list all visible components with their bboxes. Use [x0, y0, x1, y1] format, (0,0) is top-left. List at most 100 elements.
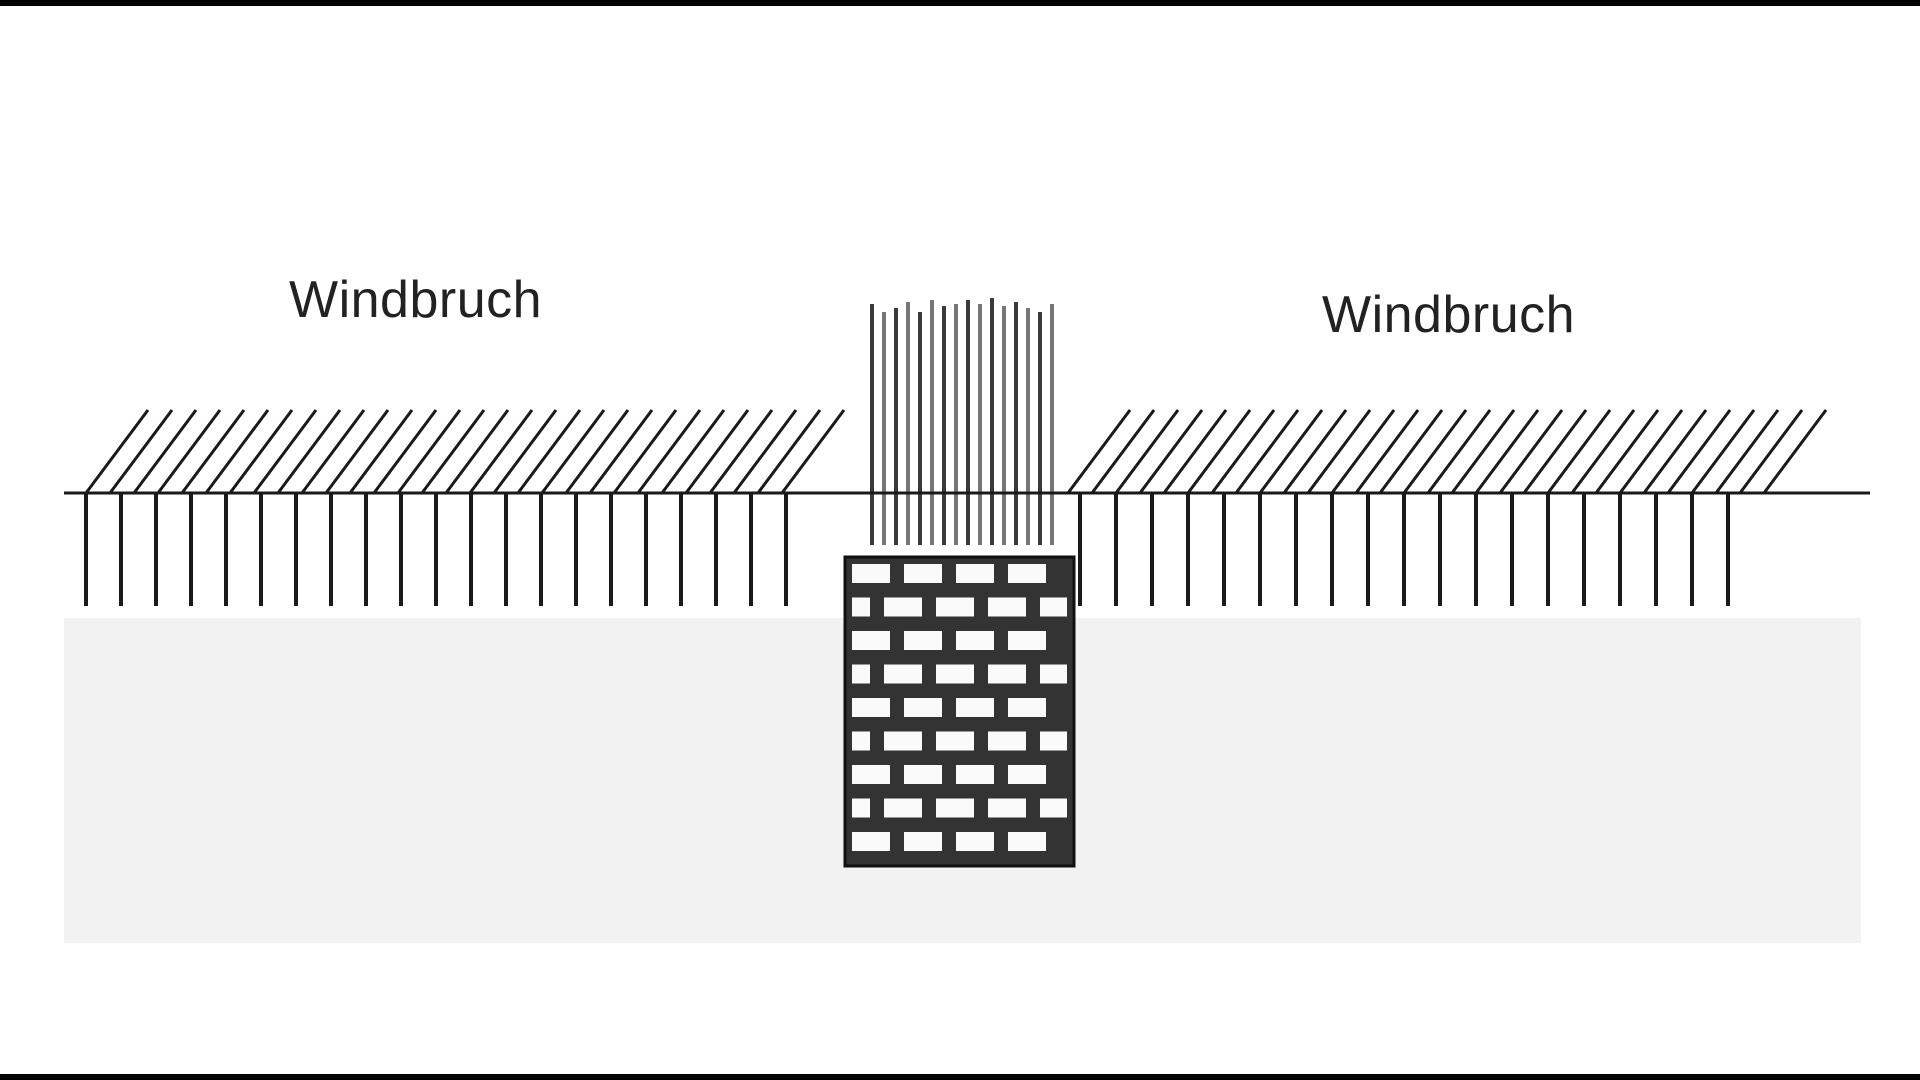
fallen-tree-left	[108, 409, 174, 494]
brick	[852, 698, 890, 717]
brick	[956, 832, 994, 851]
brick	[956, 631, 994, 650]
brick	[852, 798, 870, 818]
fallen-tree-right	[1570, 409, 1636, 494]
fallen-tree-left	[156, 409, 222, 494]
brick	[852, 597, 870, 617]
fallen-tree-right	[1138, 409, 1204, 494]
fallen-tree-left	[564, 409, 630, 494]
fallen-tree-right	[1162, 409, 1228, 494]
fallen-tree-right	[1090, 409, 1156, 494]
brick	[904, 765, 942, 784]
brick	[852, 765, 890, 784]
fallen-tree-left	[660, 409, 726, 494]
brick	[884, 664, 922, 684]
fallen-tree-left	[468, 409, 534, 494]
fallen-tree-left	[420, 409, 486, 494]
brick	[1008, 698, 1046, 717]
brick	[988, 664, 1026, 684]
fallen-tree-left	[348, 409, 414, 494]
brick	[852, 564, 890, 583]
brick	[936, 731, 974, 751]
fallen-tree-right	[1354, 409, 1420, 494]
brick	[884, 731, 922, 751]
fallen-tree-right	[1714, 409, 1780, 494]
fallen-tree-left	[204, 409, 270, 494]
fallen-tree-right	[1642, 409, 1708, 494]
fallen-tree-left	[756, 409, 822, 494]
brick	[1040, 798, 1067, 818]
brick	[884, 597, 922, 617]
fallen-tree-right	[1378, 409, 1444, 494]
fallen-tree-right	[1762, 409, 1828, 494]
fallen-tree-left	[444, 409, 510, 494]
brick	[956, 698, 994, 717]
fallen-tree-left	[612, 409, 678, 494]
fallen-tree-right	[1546, 409, 1612, 494]
fallen-tree-left	[180, 409, 246, 494]
brick	[1040, 664, 1067, 684]
fallen-tree-right	[1210, 409, 1276, 494]
brick	[1008, 631, 1046, 650]
fallen-tree-left	[132, 409, 198, 494]
fallen-tree-right	[1282, 409, 1348, 494]
brick	[936, 798, 974, 818]
fallen-tree-left	[300, 409, 366, 494]
fallen-tree-left	[396, 409, 462, 494]
fallen-tree-right	[1450, 409, 1516, 494]
brick	[956, 765, 994, 784]
fallen-tree-right	[1426, 409, 1492, 494]
fallen-tree-left	[324, 409, 390, 494]
brick	[904, 564, 942, 583]
brick	[1040, 731, 1067, 751]
bottom-border	[0, 1074, 1920, 1080]
fallen-tree-right	[1498, 409, 1564, 494]
fallen-tree-left	[588, 409, 654, 494]
fallen-tree-left	[276, 409, 342, 494]
label-windbruch-left: Windbruch	[289, 271, 543, 329]
fallen-tree-right	[1234, 409, 1300, 494]
fallen-tree-left	[84, 409, 150, 494]
fallen-tree-left	[732, 409, 798, 494]
brick	[1008, 765, 1046, 784]
fallen-tree-right	[1306, 409, 1372, 494]
brick	[936, 597, 974, 617]
fallen-tree-right	[1186, 409, 1252, 494]
brick	[1008, 832, 1046, 851]
fallen-tree-left	[492, 409, 558, 494]
label-windbruch-right: Windbruch	[1322, 286, 1576, 344]
brick	[1008, 564, 1046, 583]
fallen-tree-right	[1594, 409, 1660, 494]
brick	[988, 798, 1026, 818]
fallen-tree-left	[780, 409, 846, 494]
fallen-tree-left	[372, 409, 438, 494]
fallen-tree-left	[516, 409, 582, 494]
brick	[1040, 597, 1067, 617]
fallen-tree-right	[1066, 409, 1132, 494]
fallen-tree-right	[1474, 409, 1540, 494]
brick	[852, 631, 890, 650]
top-border	[0, 0, 1920, 6]
brick	[852, 664, 870, 684]
fallen-tree-left	[684, 409, 750, 494]
fallen-tree-left	[228, 409, 294, 494]
fallen-tree-left	[252, 409, 318, 494]
fallen-tree-right	[1402, 409, 1468, 494]
fallen-tree-right	[1258, 409, 1324, 494]
brick	[852, 832, 890, 851]
brick	[904, 832, 942, 851]
fallen-tree-right	[1618, 409, 1684, 494]
fallen-tree-right	[1666, 409, 1732, 494]
fallen-tree-right	[1114, 409, 1180, 494]
fallen-tree-left	[540, 409, 606, 494]
fallen-tree-left	[636, 409, 702, 494]
fallen-tree-right	[1522, 409, 1588, 494]
brick	[904, 698, 942, 717]
fallen-tree-right	[1690, 409, 1756, 494]
brick	[988, 731, 1026, 751]
brick	[988, 597, 1026, 617]
brick	[852, 731, 870, 751]
brick	[884, 798, 922, 818]
